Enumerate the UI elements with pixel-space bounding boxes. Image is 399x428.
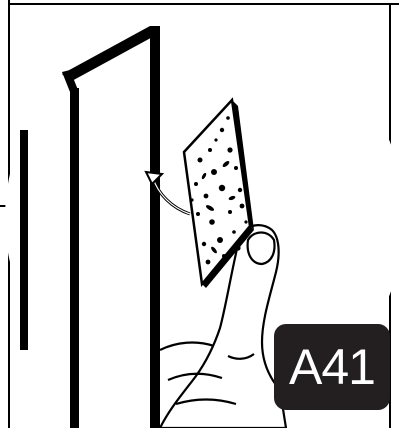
step-number-badge: A41	[274, 324, 390, 410]
